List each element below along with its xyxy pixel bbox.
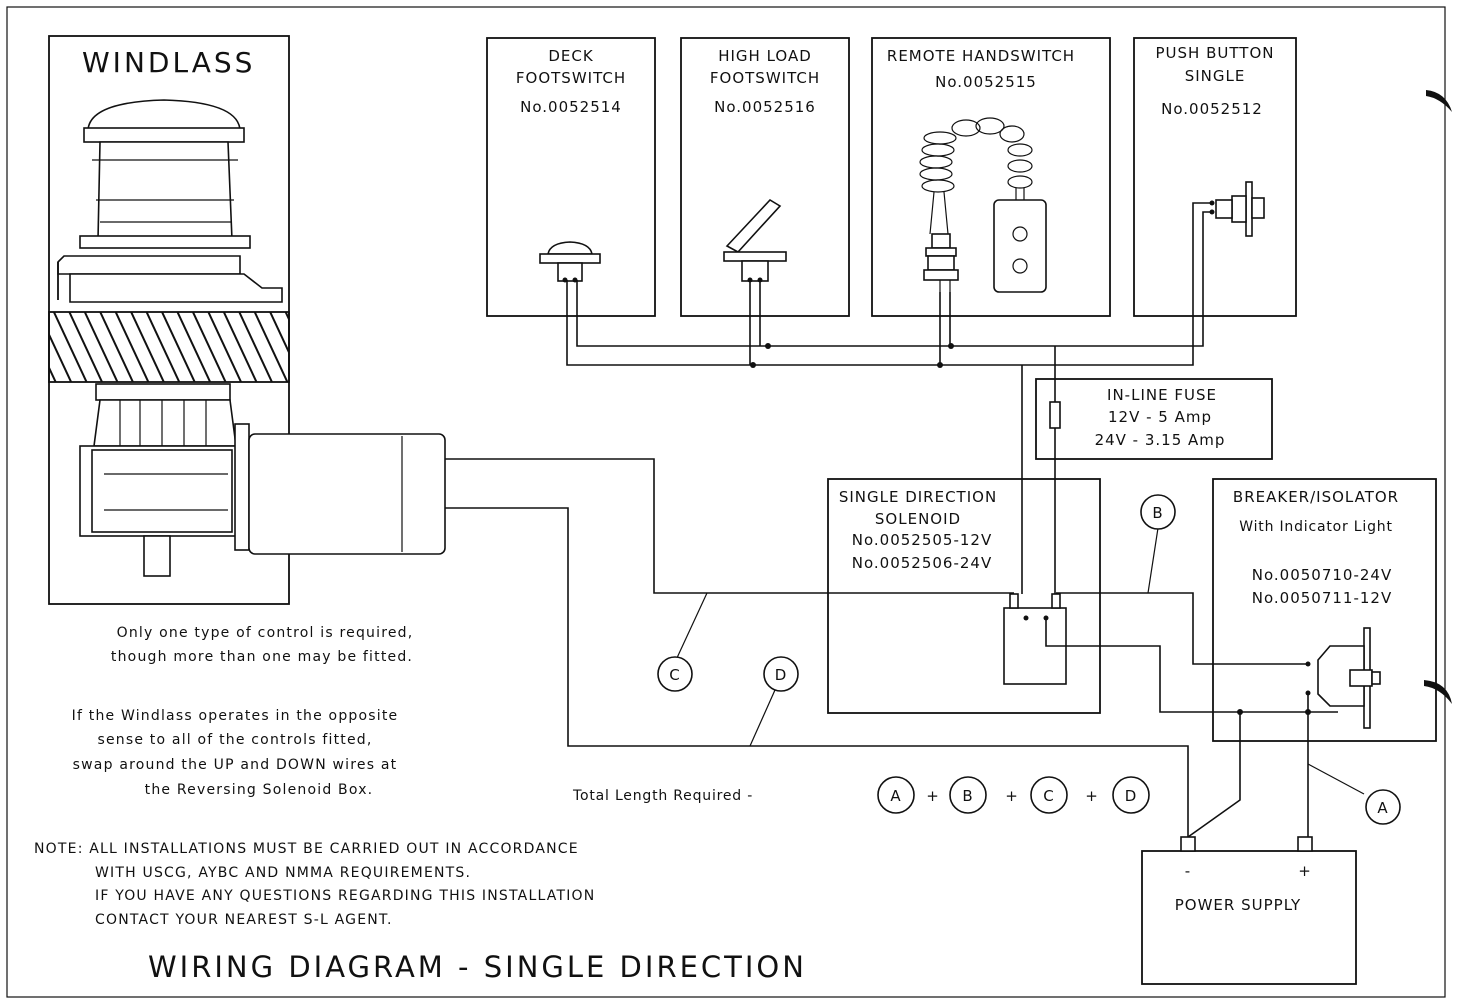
breaker-icon <box>1305 627 1381 729</box>
push-button-part-no: No.0052512 <box>1161 100 1263 118</box>
fuse-panel: IN-LINE FUSE 12V - 5 Amp 24V - 3.15 Amp <box>1035 378 1273 460</box>
battery-box <box>1141 850 1357 985</box>
control-bus-upper <box>576 211 1212 347</box>
high-load-footswitch-part-no: No.0052516 <box>714 98 816 116</box>
note-control-2: though more than one may be fitted. <box>111 649 413 665</box>
windlass-motor <box>79 423 446 577</box>
fuse-box <box>1035 378 1273 460</box>
note-reverse-1: If the Windlass operates in the opposite <box>72 708 399 724</box>
breaker-box <box>1212 478 1437 742</box>
svg-text:+: + <box>926 787 940 805</box>
push-button-box <box>1133 37 1297 317</box>
note-install-4: CONTACT YOUR NEAREST S-L AGENT. <box>95 912 393 928</box>
notes: Only one type of control is required, th… <box>34 625 595 928</box>
total-length-label: Total Length Required - <box>572 788 753 804</box>
solenoid-box <box>827 478 1101 714</box>
solenoid-line1: SINGLE DIRECTION <box>839 488 997 506</box>
breaker-panel: BREAKER/ISOLATOR With Indicator Light No… <box>1212 478 1437 742</box>
svg-text:+: + <box>1005 787 1019 805</box>
svg-text:A: A <box>890 787 901 805</box>
note-reverse-3: swap around the UP and DOWN wires at <box>73 757 398 773</box>
breaker-part-12v: No.0050711-12V <box>1252 589 1392 607</box>
svg-text:A: A <box>1377 799 1388 817</box>
solenoid-part-12v: No.0052505-12V <box>852 531 992 549</box>
total-length-formula: Total Length Required - A + B + C + D <box>572 776 1150 814</box>
fuse-icon <box>1049 401 1061 429</box>
fuse-rating-24v: 24V - 3.15 Amp <box>1095 431 1226 449</box>
wiring <box>445 202 1365 838</box>
deck-footswitch-box <box>486 37 656 317</box>
windlass-label: WINDLASS <box>82 46 255 79</box>
battery-negative-symbol: - <box>1185 862 1191 880</box>
high-load-footswitch-line1: HIGH LOAD <box>718 47 812 65</box>
wire-label-a: A <box>1365 789 1401 825</box>
note-install-1: NOTE: ALL INSTALLATIONS MUST BE CARRIED … <box>34 841 579 857</box>
push-button-line1: PUSH BUTTON <box>1156 44 1275 62</box>
deck-footswitch-part-no: No.0052514 <box>520 98 622 116</box>
deck-section <box>48 311 290 383</box>
wire-b <box>1056 592 1308 665</box>
high-load-footswitch-line2: FOOTSWITCH <box>710 69 820 87</box>
breaker-line2: With Indicator Light <box>1239 519 1393 535</box>
remote-handswitch-icon <box>919 117 1047 293</box>
deck-footswitch-icon <box>539 241 601 283</box>
solenoid-line2: SOLENOID <box>875 510 961 528</box>
battery-terminal-negative <box>1180 836 1196 852</box>
breaker-line1: BREAKER/ISOLATOR <box>1233 488 1399 506</box>
binder-mark-top <box>1426 90 1452 112</box>
wire-label-d: D <box>763 656 799 692</box>
wire-d <box>445 507 1189 837</box>
svg-text:+: + <box>1085 787 1099 805</box>
remote-handswitch-box <box>871 37 1111 317</box>
push-button-panel: PUSH BUTTON SINGLE No.0052512 <box>1133 37 1297 317</box>
page-border <box>6 6 1446 998</box>
high-load-footswitch-panel: HIGH LOAD FOOTSWITCH No.0052516 <box>680 37 850 317</box>
solenoid-panel: SINGLE DIRECTION SOLENOID No.0052505-12V… <box>827 478 1101 714</box>
windlass-base <box>57 255 283 303</box>
control-bus-lower <box>566 202 1212 366</box>
remote-handswitch-panel: REMOTE HANDSWITCH No.0052515 <box>871 37 1111 317</box>
fuse-rating-12v: 12V - 5 Amp <box>1108 408 1212 426</box>
windlass-drum <box>79 99 251 249</box>
svg-text:C: C <box>1043 787 1054 805</box>
windlass-panel: WINDLASS <box>48 35 446 605</box>
note-reverse-4: the Reversing Solenoid Box. <box>145 782 374 798</box>
solenoid-icon <box>1003 593 1067 685</box>
deck-footswitch-line1: DECK <box>548 47 594 65</box>
svg-text:D: D <box>1125 787 1138 805</box>
note-reverse-2: sense to all of the controls fitted, <box>97 732 372 748</box>
note-control-1: Only one type of control is required, <box>117 625 414 641</box>
diagram-title: WIRING DIAGRAM - SINGLE DIRECTION <box>148 950 807 984</box>
breaker-part-24v: No.0050710-24V <box>1252 566 1392 584</box>
deck-footswitch-line2: FOOTSWITCH <box>516 69 626 87</box>
wire-c <box>445 458 1014 594</box>
fuse-title: IN-LINE FUSE <box>1107 386 1217 404</box>
remote-handswitch-line1: REMOTE HANDSWITCH <box>887 47 1075 65</box>
deck-footswitch-panel: DECK FOOTSWITCH No.0052514 <box>486 37 656 317</box>
windlass-gearbox <box>93 383 237 447</box>
wire-label-c: C <box>657 656 693 692</box>
battery-terminal-positive <box>1297 836 1313 852</box>
binder-mark-bottom <box>1424 680 1452 704</box>
note-install-2: WITH USCG, AYBC AND NMMA REQUIREMENTS. <box>95 865 471 881</box>
svg-text:D: D <box>775 666 788 684</box>
push-button-icon <box>1209 181 1265 237</box>
high-load-footswitch-icon <box>723 198 787 283</box>
power-supply-label: POWER SUPPLY <box>1175 896 1301 914</box>
remote-handswitch-part-no: No.0052515 <box>935 73 1037 91</box>
high-load-footswitch-box <box>680 37 850 317</box>
wire-label-b: B <box>1140 494 1176 530</box>
battery-positive-symbol: + <box>1298 862 1312 880</box>
note-install-3: IF YOU HAVE ANY QUESTIONS REGARDING THIS… <box>95 888 595 904</box>
push-button-line2: SINGLE <box>1185 67 1246 85</box>
solenoid-part-24v: No.0052506-24V <box>852 554 992 572</box>
svg-text:B: B <box>1152 504 1163 522</box>
power-supply: - + POWER SUPPLY <box>1141 836 1357 985</box>
svg-text:B: B <box>962 787 973 805</box>
svg-text:C: C <box>669 666 680 684</box>
